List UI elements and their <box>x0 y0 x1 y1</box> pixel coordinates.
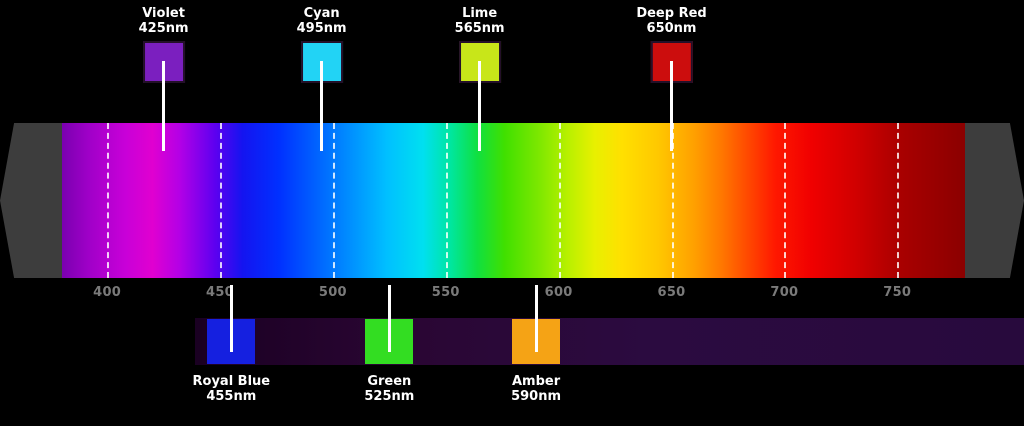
leader-line <box>320 61 324 151</box>
callout-name: Amber <box>511 374 561 389</box>
gridline-400 <box>107 123 110 278</box>
leader-line <box>387 285 391 352</box>
gridline-750 <box>897 123 900 278</box>
axis-tick-label: 500 <box>318 285 347 300</box>
leader-line <box>534 285 538 352</box>
axis-tick-label: 450 <box>205 285 235 300</box>
uv-range-wedge <box>0 123 64 278</box>
axis-tick-label: 400 <box>93 285 122 300</box>
gridline-500 <box>332 123 335 278</box>
gridline-650 <box>671 123 674 278</box>
gridline-550 <box>445 123 448 278</box>
callout-wavelength: 650nm <box>646 21 697 36</box>
led-strip-bar <box>195 318 1024 365</box>
callout-wavelength: 495nm <box>296 21 347 36</box>
callout-wavelength: 425nm <box>138 21 189 36</box>
gridline-700 <box>784 123 787 278</box>
callout-name: Green <box>367 374 412 389</box>
leader-line <box>670 61 674 151</box>
callout-name: Deep Red <box>636 6 707 21</box>
callout-wavelength: 525nm <box>364 389 415 404</box>
axis-tick-label: 700 <box>770 285 799 300</box>
callout-name: Cyan <box>303 6 340 21</box>
visible-spectrum-band <box>62 123 965 278</box>
leader-line <box>229 285 233 352</box>
gridline-600 <box>558 123 561 278</box>
leader-line <box>478 61 482 151</box>
callout-name: Violet <box>142 6 185 21</box>
axis-tick-label: 550 <box>431 285 460 300</box>
ir-range-wedge <box>960 123 1024 278</box>
callout-wavelength: 565nm <box>454 21 505 36</box>
leader-line <box>162 61 166 151</box>
axis-tick-label: 600 <box>544 285 573 300</box>
gridline-450 <box>220 123 223 278</box>
axis-tick-label: 650 <box>657 285 686 300</box>
callout-wavelength: 590nm <box>511 389 562 404</box>
callout-wavelength: 455nm <box>206 389 257 404</box>
callout-name: Lime <box>462 6 498 21</box>
callout-name: Royal Blue <box>192 374 271 389</box>
axis-tick-label: 750 <box>883 285 912 300</box>
